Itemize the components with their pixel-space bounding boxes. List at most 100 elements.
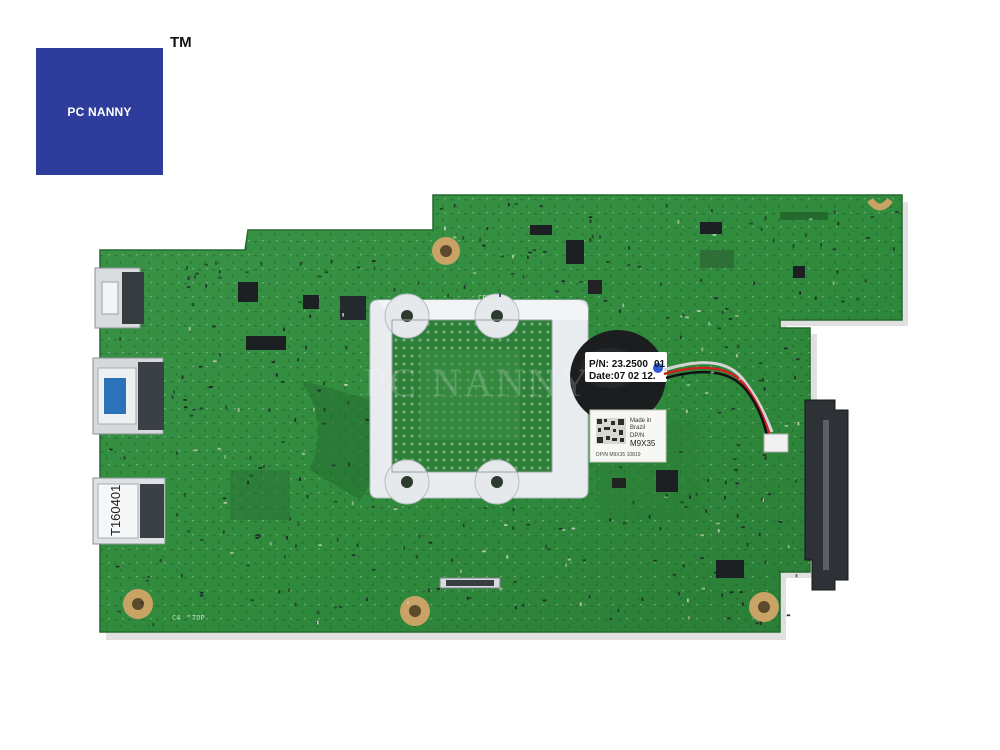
- smd-part: [764, 560, 767, 565]
- silk-cpu: CPU1: [478, 294, 495, 302]
- smd-part: [547, 548, 551, 551]
- smd-part: [316, 620, 319, 625]
- smd-part: [331, 464, 336, 467]
- smd-part: [447, 294, 449, 298]
- smd-part: [345, 345, 348, 350]
- smd-part: [173, 390, 175, 394]
- smd-part: [479, 237, 482, 242]
- smd-part: [514, 606, 517, 610]
- smd-part: [247, 480, 249, 485]
- sticker-dpn-line: DP/N M9X35 10819: [596, 452, 641, 458]
- smd-part: [685, 409, 688, 414]
- smd-part: [511, 272, 515, 275]
- smd-part: [522, 275, 525, 279]
- smd-part: [188, 327, 191, 331]
- smd-part: [558, 527, 563, 530]
- smd-part: [589, 219, 592, 224]
- smd-part: [200, 591, 204, 594]
- smd-part: [194, 275, 196, 279]
- smd-part: [333, 500, 338, 503]
- smd-part: [893, 247, 895, 251]
- smd-part: [761, 497, 763, 502]
- smd-part: [499, 293, 501, 297]
- smd-part: [681, 374, 684, 379]
- cmos-battery: [570, 330, 789, 453]
- smd-part: [689, 495, 691, 499]
- smd-part: [351, 501, 354, 505]
- smd-part: [784, 424, 789, 427]
- smd-part: [230, 552, 234, 554]
- smd-part: [755, 622, 759, 625]
- smd-part: [728, 318, 733, 320]
- pc-nanny-logo: PC NANNY: [36, 48, 163, 175]
- smd-part: [717, 529, 720, 533]
- smd-part: [299, 262, 302, 266]
- smd-part: [700, 534, 704, 537]
- smd-part: [648, 515, 651, 519]
- smd-part: [115, 565, 120, 568]
- smd-part: [701, 587, 705, 590]
- smd-part: [436, 588, 440, 590]
- smd-part: [579, 602, 582, 606]
- smd-part: [268, 408, 271, 412]
- smd-part: [659, 282, 662, 287]
- smd-part: [288, 588, 290, 592]
- smd-part: [673, 472, 676, 477]
- smd-part: [281, 441, 285, 443]
- smd-part: [832, 248, 837, 251]
- smd-part: [444, 226, 446, 231]
- smd-part: [318, 544, 322, 547]
- sticker-part-number: M9X35: [630, 439, 656, 448]
- smd-part: [682, 313, 685, 318]
- smd-part: [700, 278, 703, 283]
- smd-part: [393, 288, 396, 292]
- smd-part: [347, 462, 350, 467]
- smd-part: [194, 449, 198, 452]
- smd-part: [732, 458, 737, 461]
- smd-part: [209, 386, 213, 388]
- smd-part: [119, 337, 122, 341]
- smd-part: [667, 484, 670, 488]
- smd-part: [276, 373, 278, 377]
- smd-part: [250, 599, 254, 602]
- smd-part: [333, 606, 338, 609]
- smd-part: [685, 316, 689, 319]
- smd-part: [729, 591, 734, 594]
- smd-part: [283, 555, 286, 559]
- smd-part: [246, 564, 250, 567]
- smd-part: [724, 496, 726, 500]
- smd-part: [686, 384, 690, 386]
- smd-part: [792, 244, 795, 248]
- smd-part: [588, 216, 593, 219]
- smd-components: [109, 202, 899, 627]
- smd-part: [283, 327, 285, 332]
- smd-part: [836, 270, 839, 274]
- battery-date-text: Date:07 02 12.: [589, 371, 656, 382]
- smd-part: [313, 407, 315, 412]
- smd-part: [622, 303, 625, 308]
- smd-part: [317, 389, 321, 392]
- smd-part: [298, 301, 302, 304]
- smd-part: [763, 387, 766, 391]
- smd-part: [373, 266, 376, 271]
- smd-part: [462, 236, 465, 240]
- smd-part: [258, 467, 263, 469]
- smd-part: [895, 211, 899, 213]
- smd-part: [653, 559, 657, 562]
- smd-part: [760, 227, 763, 231]
- smd-part: [735, 315, 739, 317]
- smd-part: [318, 275, 322, 278]
- smd-part: [697, 310, 701, 312]
- smd-part: [738, 378, 743, 380]
- qr-sticker: [589, 409, 667, 463]
- smd-part: [452, 236, 457, 239]
- smd-part: [588, 594, 591, 599]
- smd-part: [832, 281, 835, 285]
- logo-text: PC NANNY: [67, 104, 132, 119]
- smd-part: [736, 444, 741, 447]
- smd-part: [506, 555, 509, 559]
- smd-part: [299, 477, 301, 481]
- smd-part: [245, 271, 249, 274]
- smd-part: [416, 555, 419, 559]
- smd-part: [295, 544, 297, 548]
